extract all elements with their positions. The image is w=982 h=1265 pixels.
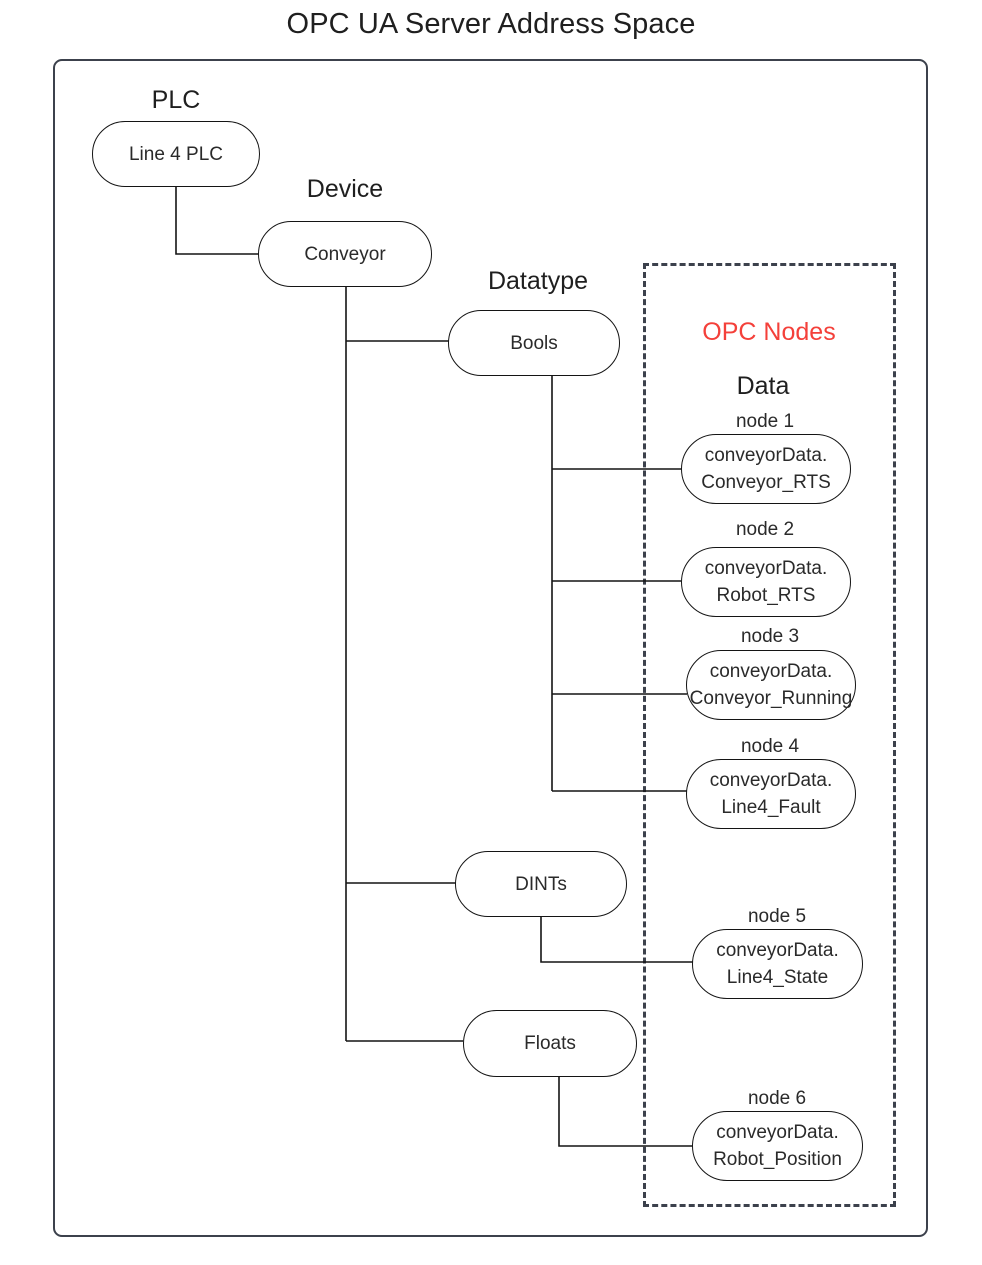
opc-nodes-group-frame [643, 263, 896, 1207]
node-dints[interactable]: DINTs [455, 851, 627, 917]
address-space-frame [53, 59, 928, 1237]
caption-node-5: node 5 [747, 906, 807, 927]
caption-node-3: node 3 [740, 626, 800, 647]
node-floats[interactable]: Floats [463, 1010, 637, 1077]
node-floats-label: Floats [524, 1033, 576, 1054]
node-bools-label: Bools [510, 332, 558, 354]
node-conveyor-rts-label: conveyorData. Conveyor_RTS [701, 445, 831, 493]
caption-node-2: node 2 [735, 519, 795, 540]
node-conveyor-running[interactable]: conveyorData. Conveyor_Running [686, 650, 856, 720]
node-robot-rts[interactable]: conveyorData. Robot_RTS [681, 547, 851, 617]
caption-node-4: node 4 [740, 736, 800, 757]
node-conveyor-label: Conveyor [304, 243, 386, 265]
caption-node-6: node 6 [747, 1088, 807, 1109]
caption-device: Device [306, 175, 384, 203]
node-conveyor-rts[interactable]: conveyorData. Conveyor_RTS [681, 434, 851, 504]
caption-plc: PLC [151, 86, 201, 114]
node-line-4-plc[interactable]: Line 4 PLC [92, 121, 260, 187]
node-conveyor[interactable]: Conveyor [258, 221, 432, 287]
node-conveyor-running-label: conveyorData. Conveyor_Running [689, 661, 853, 709]
node-line4-fault-label: conveyorData. Line4_Fault [709, 770, 833, 818]
data-label: Data [736, 372, 790, 400]
caption-node-1: node 1 [735, 411, 795, 432]
node-dints-label: DINTs [515, 873, 567, 895]
node-line4-fault[interactable]: conveyorData. Line4_Fault [686, 759, 856, 829]
node-robot-rts-label: conveyorData. Robot_RTS [704, 558, 828, 606]
node-line-4-plc-label: Line 4 PLC [128, 143, 223, 165]
node-robot-position[interactable]: conveyorData. Robot_Position [692, 1111, 863, 1181]
opc-nodes-label: OPC Nodes [702, 318, 836, 346]
node-bools[interactable]: Bools [448, 310, 620, 376]
node-line4-state[interactable]: conveyorData. Line4_State [692, 929, 863, 999]
caption-datatype: Datatype [487, 267, 589, 295]
node-robot-position-label: conveyorData. Robot_Position [713, 1122, 842, 1170]
node-line4-state-label: conveyorData. Line4_State [716, 940, 839, 988]
page-title: OPC UA Server Address Space [286, 8, 696, 40]
